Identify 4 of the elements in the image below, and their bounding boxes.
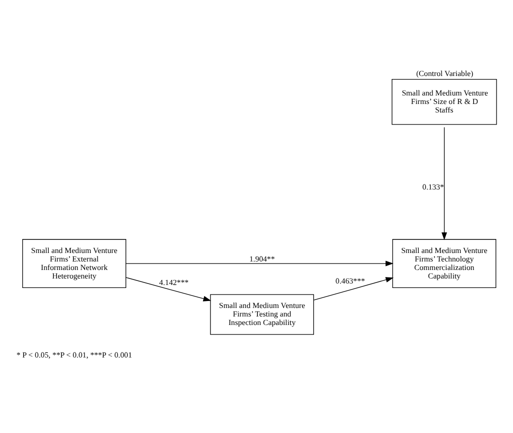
arrow [126, 260, 394, 266]
arrow [126, 277, 212, 302]
arrow [442, 126, 448, 240]
arrow [314, 277, 394, 300]
